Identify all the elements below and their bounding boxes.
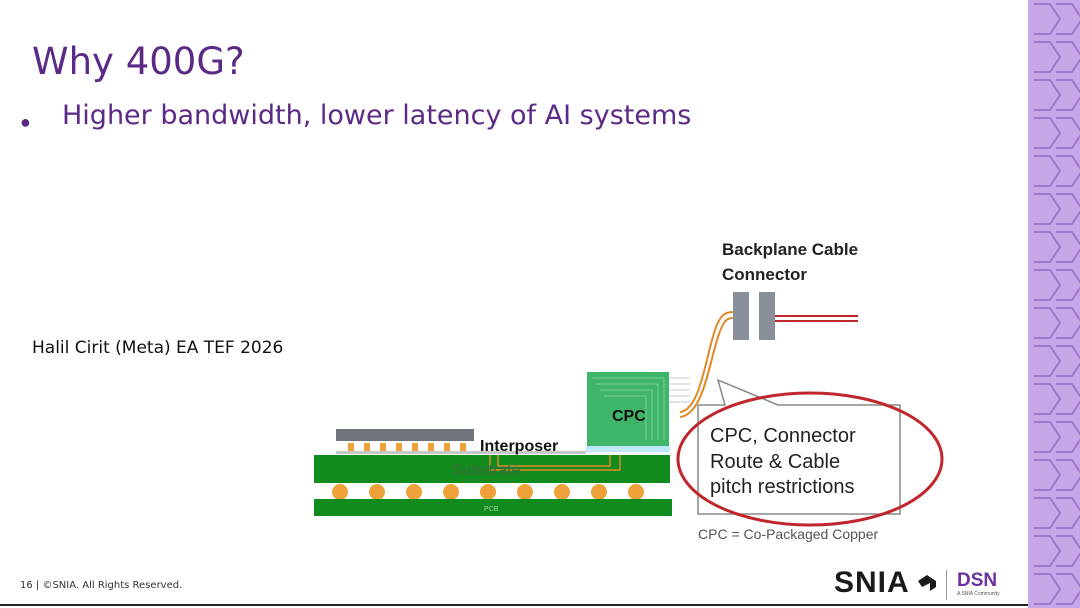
bullet-marker: ●: [20, 112, 31, 132]
pcb-label: PCB: [484, 506, 499, 513]
die: [336, 429, 474, 441]
connector-block-right: [759, 292, 775, 340]
interposer-label: Interposer: [480, 438, 558, 455]
callout-box: [697, 378, 901, 515]
package-diagram: Backplane Cable Connector CPC: [314, 240, 944, 542]
dsn-logo: DSN: [957, 570, 998, 591]
dsn-subtitle: A SNIA Community: [957, 591, 1000, 597]
solder-balls: [332, 484, 644, 500]
chevron-pattern: [1028, 0, 1080, 608]
interposer: [336, 451, 586, 454]
snia-logo: SNIA: [834, 566, 910, 599]
connector-block-left: [733, 292, 749, 340]
source-credit: Halil Cirit (Meta) EA TEF 2026: [32, 338, 284, 358]
logo-divider: [946, 570, 947, 600]
backplane-label-line1: Backplane Cable: [722, 240, 858, 259]
bullet-text: Higher bandwidth, lower latency of AI sy…: [62, 100, 692, 131]
callout-line2: Route & Cable: [710, 451, 840, 473]
pcb: [314, 499, 672, 516]
callout-line1: CPC, Connector: [710, 425, 856, 447]
substrate-label: Substrate: [452, 462, 521, 479]
snia-mark-icon: [918, 575, 936, 591]
highlight-ellipse: [676, 391, 944, 527]
backplane-label-line2: Connector: [722, 265, 807, 284]
footer-copyright: 16 | ©SNIA. All Rights Reserved.: [20, 580, 183, 591]
callout-line3: pitch restrictions: [710, 476, 855, 498]
slide-title: Why 400G?: [32, 40, 245, 83]
orange-cable: [679, 311, 734, 413]
bottom-rule: [0, 604, 1028, 606]
cpc-base: [586, 446, 670, 452]
cpc-label: CPC: [612, 408, 646, 425]
decorative-side-band: [1028, 0, 1080, 608]
cpc-footnote: CPC = Co-Packaged Copper: [698, 526, 878, 542]
